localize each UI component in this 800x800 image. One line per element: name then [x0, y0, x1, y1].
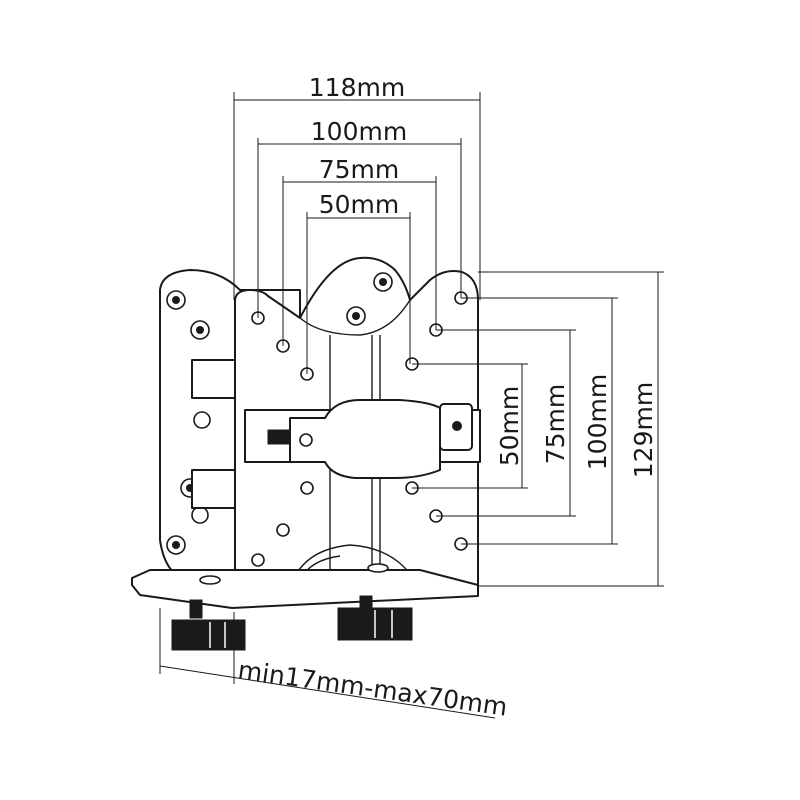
horizontal-dimensions [233, 92, 481, 374]
dim-height-75: 75mm [541, 384, 570, 465]
dim-width-118: 118mm [309, 73, 405, 102]
dim-height-129: 129mm [629, 382, 658, 478]
clamp-feet [171, 595, 413, 651]
clamp-range-dimension [159, 608, 496, 719]
dim-height-100: 100mm [583, 374, 612, 470]
dim-width-100: 100mm [311, 117, 407, 146]
dim-height-50: 50mm [495, 386, 524, 467]
dim-clamp-range: min17mm-max70mm [236, 655, 509, 722]
vertical-dimensions [412, 271, 664, 587]
dim-width-50: 50mm [319, 190, 400, 219]
dim-width-75: 75mm [319, 155, 400, 184]
clamp-band [244, 399, 481, 479]
base-plate [131, 563, 479, 609]
